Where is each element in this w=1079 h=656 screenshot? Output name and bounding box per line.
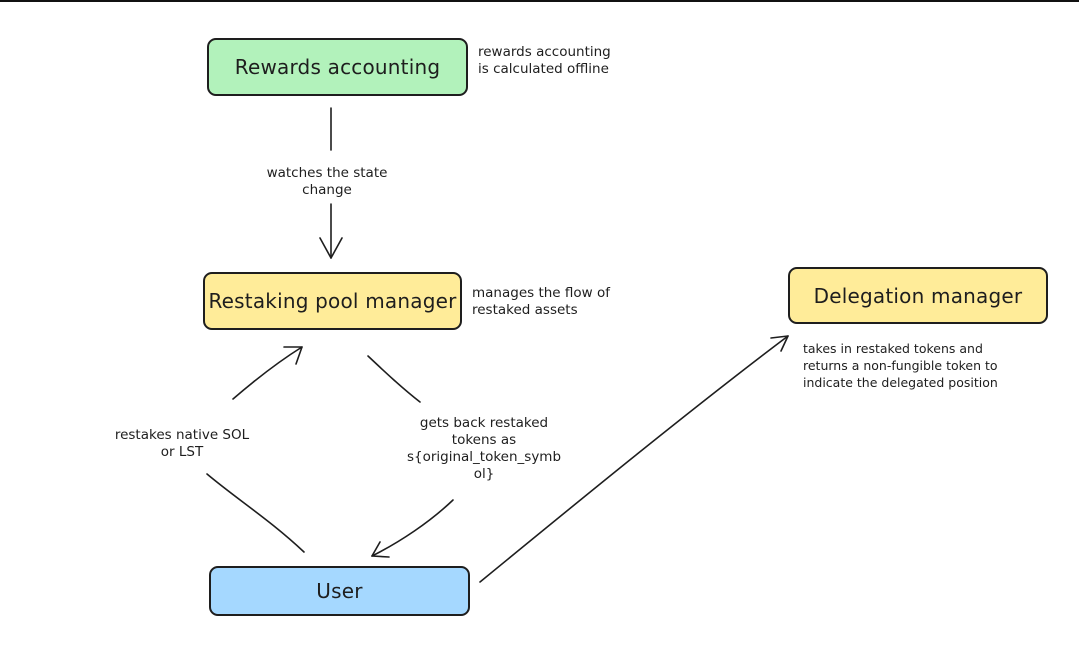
arrow-delegates [479,335,789,583]
delegation-manager-box[interactable]: Delegation manager [788,267,1048,324]
top-border-line [0,0,1079,2]
arrow-watches-state [319,107,343,259]
user-label: User [316,579,363,603]
note-line: manages the flow of [472,285,611,301]
edge-label-line: watches the state [266,165,388,181]
delegation-manager-note: takes in restaked tokens and returns a n… [803,340,998,391]
edge-label-line: s{original_token_symb [406,449,562,465]
edge-label-line: or LST [160,444,204,460]
delegation-manager-label: Delegation manager [813,283,1023,308]
note-line: rewards accounting [478,44,611,60]
edge-label-restakes: restakes native SOL or LST [98,427,266,461]
arrow-gets-back [367,355,454,558]
note-line: returns a non-fungible token to [803,358,998,373]
arrow-restakes [206,346,305,553]
restaking-pool-manager-box[interactable]: Restaking pool manager [203,272,462,330]
edge-label-watches-state: watches the state change [232,165,422,199]
rewards-accounting-note: rewards accounting is calculated offline [478,44,611,78]
edge-label-line: change [302,182,352,198]
note-line: is calculated offline [478,61,609,77]
restaking-pool-manager-label: Restaking pool manager [208,289,457,313]
edge-label-line: restakes native SOL [114,427,250,443]
edge-label-gets-back: gets back restaked tokens as s{original_… [384,415,584,483]
edge-label-line: tokens as [451,432,517,448]
edge-label-line: gets back restaked [419,415,549,431]
rewards-accounting-label: Rewards accounting [234,55,441,79]
rewards-accounting-box[interactable]: Rewards accounting [207,38,468,96]
note-line: indicate the delegated position [803,375,998,390]
note-line: takes in restaked tokens and [803,341,983,356]
user-box[interactable]: User [209,566,470,616]
edge-label-line: ol} [473,466,495,482]
restaking-manager-note: manages the flow of restaked assets [472,285,610,319]
note-line: restaked assets [472,302,578,318]
